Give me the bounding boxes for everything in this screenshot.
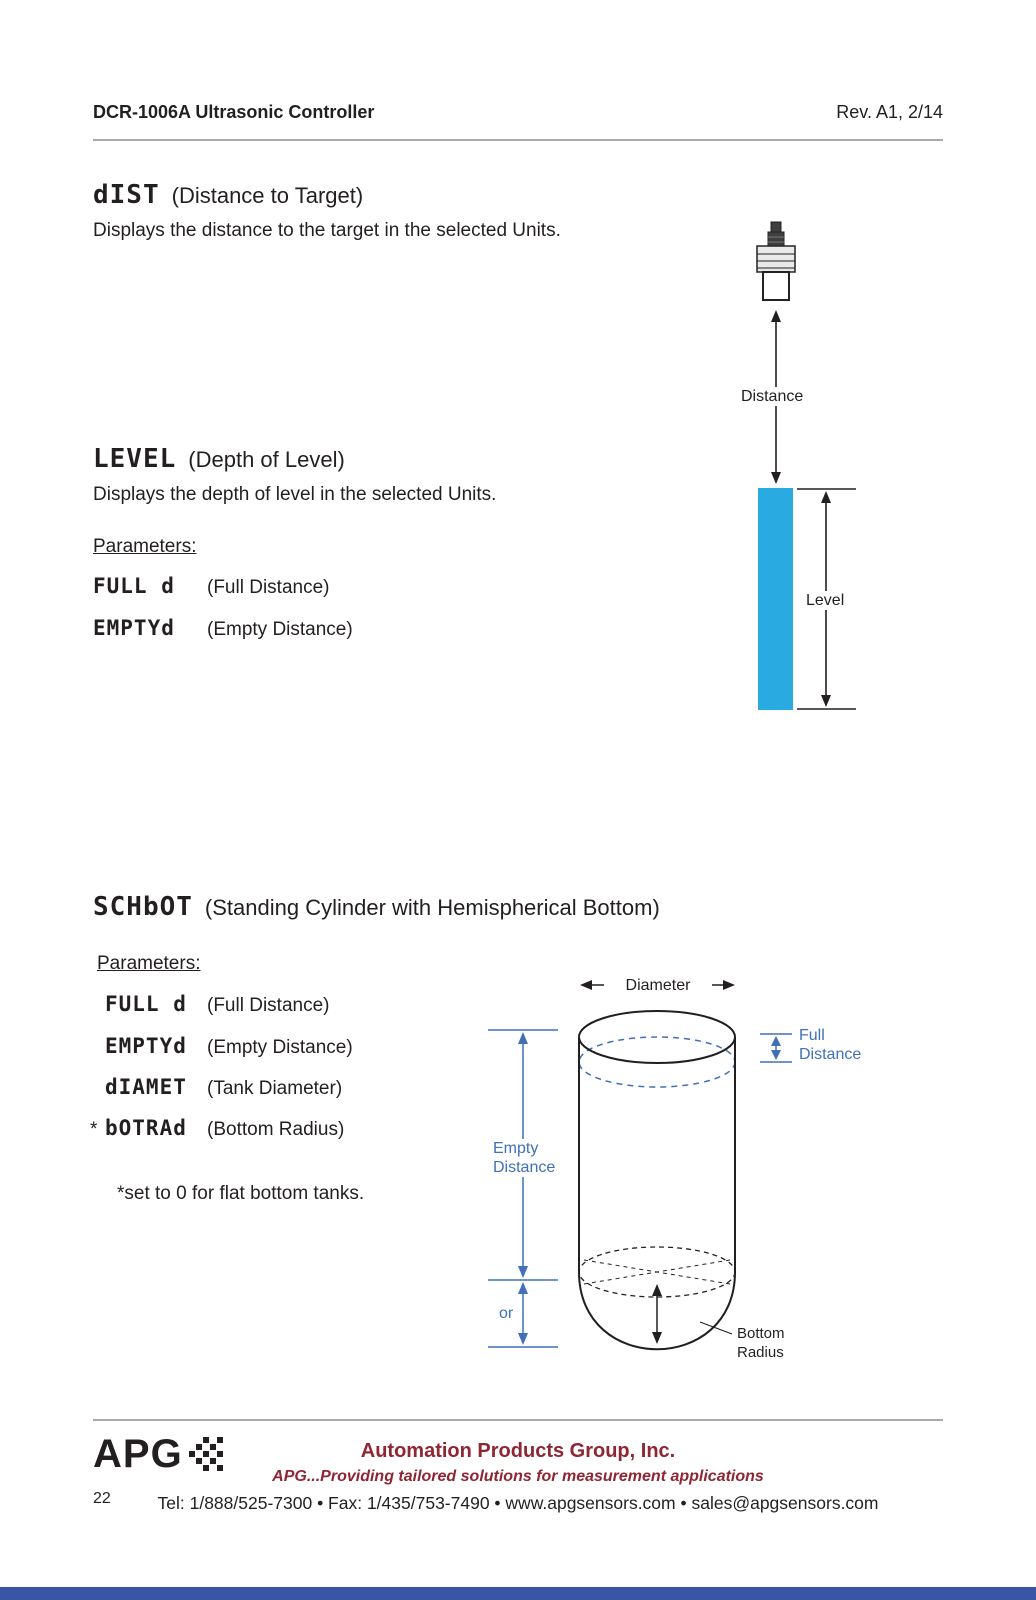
param-desc: (Empty Distance): [207, 1037, 353, 1058]
param-desc: (Bottom Radius): [207, 1119, 345, 1140]
footer-contact: Tel: 1/888/525-7300 • Fax: 1/435/753-749…: [157, 1493, 879, 1513]
level-title: (Depth of Level): [188, 447, 345, 472]
footer-tagline: APG...Providing tailored solutions for m…: [272, 1468, 764, 1485]
ultrasonic-sensor-icon: [756, 221, 796, 301]
level-param-row: FULL d (Full Distance): [93, 574, 329, 599]
full-distance-arrow: [760, 1033, 792, 1063]
dist-title: (Distance to Target): [171, 183, 364, 208]
schbot-param-row: dIAMET (Tank Diameter): [90, 1075, 342, 1100]
schbot-title: (Standing Cylinder with Hemispherical Bo…: [204, 895, 660, 920]
dist-code: dIST: [93, 180, 160, 210]
empty-distance-label: Empty Distance: [490, 1139, 559, 1177]
param-code: EMPTYd: [105, 1034, 187, 1058]
distance-label: Distance: [738, 387, 807, 406]
param-code: FULL d: [93, 574, 175, 598]
empty-distance-line2: Distance: [493, 1159, 556, 1176]
page-number: 22: [93, 1490, 111, 1507]
section-level-heading: LEVEL (Depth of Level): [93, 444, 345, 474]
header-divider: [93, 139, 943, 141]
full-distance-line1: Full: [799, 1027, 825, 1044]
footer-divider: [93, 1419, 943, 1421]
param-desc: (Tank Diameter): [207, 1078, 343, 1099]
hemispherical-bottom: [578, 1271, 736, 1351]
bottom-radius-line1: Bottom: [737, 1325, 785, 1342]
param-code: EMPTYd: [93, 616, 175, 640]
full-distance-line2: Distance: [799, 1046, 862, 1063]
apg-logo-pixel-icon: [188, 1436, 223, 1471]
level-code: LEVEL: [93, 444, 177, 474]
section-schbot-heading: SCHbOT (Standing Cylinder with Hemispher…: [93, 892, 660, 922]
bottom-accent-bar: [0, 1587, 1036, 1600]
revision-label: Rev. A1, 2/14: [836, 102, 943, 122]
param-code: bOTRAd: [105, 1116, 187, 1140]
empty-distance-arrows: [488, 1029, 558, 1348]
level-param-row: EMPTYd (Empty Distance): [93, 616, 353, 641]
apg-logo-text: APG: [93, 1432, 183, 1476]
param-prefix: *: [90, 1119, 98, 1140]
liquid-column: [758, 488, 793, 710]
apg-logo: APG: [93, 1432, 225, 1477]
bottom-radius-line2: Radius: [737, 1344, 784, 1361]
full-distance-label: Full Distance: [796, 1026, 865, 1064]
level-params-label: Parameters:: [93, 536, 197, 557]
schbot-params-label: Parameters:: [97, 953, 201, 974]
schbot-note: *set to 0 for flat bottom tanks.: [117, 1183, 365, 1204]
dist-body: Displays the distance to the target in t…: [93, 220, 561, 241]
bottom-radius-arrow: [652, 1284, 733, 1344]
param-desc: (Full Distance): [207, 577, 330, 598]
distance-level-diagram: [756, 221, 856, 710]
footer-company: Automation Products Group, Inc.: [360, 1440, 676, 1462]
empty-distance-line1: Empty: [493, 1140, 539, 1157]
bottom-radius-label: Bottom Radius: [734, 1324, 788, 1362]
schbot-param-row: FULL d (Full Distance): [90, 992, 329, 1017]
document-title: DCR-1006A Ultrasonic Controller: [93, 102, 375, 122]
schbot-param-row: * bOTRAd (Bottom Radius): [90, 1116, 344, 1141]
schbot-code: SCHbOT: [93, 892, 193, 922]
level-body: Displays the depth of level in the selec…: [93, 484, 497, 505]
level-label: Level: [803, 591, 848, 610]
param-desc: (Empty Distance): [207, 619, 353, 640]
param-code: FULL d: [105, 992, 187, 1016]
param-desc: (Full Distance): [207, 995, 330, 1016]
or-label: or: [499, 1305, 514, 1322]
section-dist-heading: dIST (Distance to Target): [93, 180, 363, 210]
param-code: dIAMET: [105, 1075, 187, 1099]
diameter-label: Diameter: [604, 976, 712, 995]
schbot-param-row: EMPTYd (Empty Distance): [90, 1034, 353, 1059]
